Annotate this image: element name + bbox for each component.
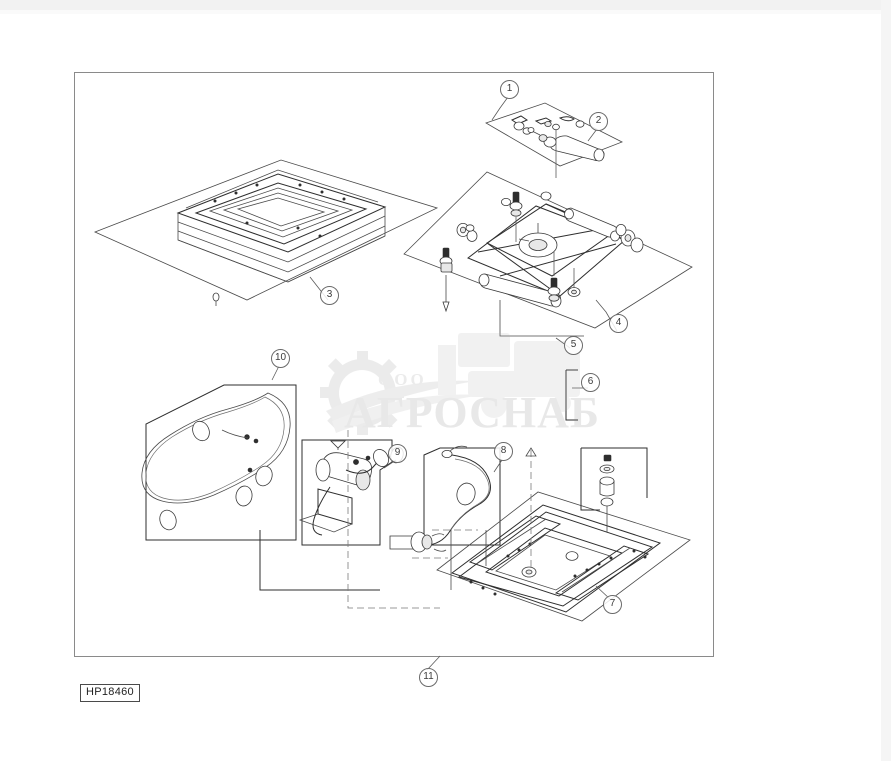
- fastener-stack-plate: [580, 447, 648, 532]
- group-scissor-frame: [403, 171, 693, 421]
- callout-3[interactable]: 3: [320, 286, 339, 305]
- page-right-strip: [881, 0, 891, 761]
- group-pump-panel: [485, 96, 623, 178]
- callout-7[interactable]: 7: [603, 595, 622, 614]
- fastener-stack-a: [509, 191, 523, 242]
- group-base-plate: [347, 430, 691, 622]
- callout-11[interactable]: 11: [419, 668, 438, 687]
- page-top-strip: [0, 0, 891, 10]
- group-seat-bellows: [93, 159, 439, 306]
- fastener-stack-b: [439, 247, 453, 313]
- callout-4[interactable]: 4: [609, 314, 628, 333]
- group-assembly-leader: [426, 655, 441, 671]
- group-harness-box: [141, 365, 297, 541]
- callout-6[interactable]: 6: [581, 373, 600, 392]
- part-number-label: HP18460: [80, 684, 140, 702]
- callout-10[interactable]: 10: [271, 349, 290, 368]
- group-cable-box: [259, 445, 503, 591]
- callout-8[interactable]: 8: [494, 442, 513, 461]
- callout-9[interactable]: 9: [388, 444, 407, 463]
- callout-1[interactable]: 1: [500, 80, 519, 99]
- fastener-stack-c: [547, 252, 561, 302]
- callout-5[interactable]: 5: [564, 336, 583, 355]
- page-top-strip-2: [0, 10, 891, 14]
- diagram-frame: [74, 72, 714, 657]
- callout-2[interactable]: 2: [589, 112, 608, 131]
